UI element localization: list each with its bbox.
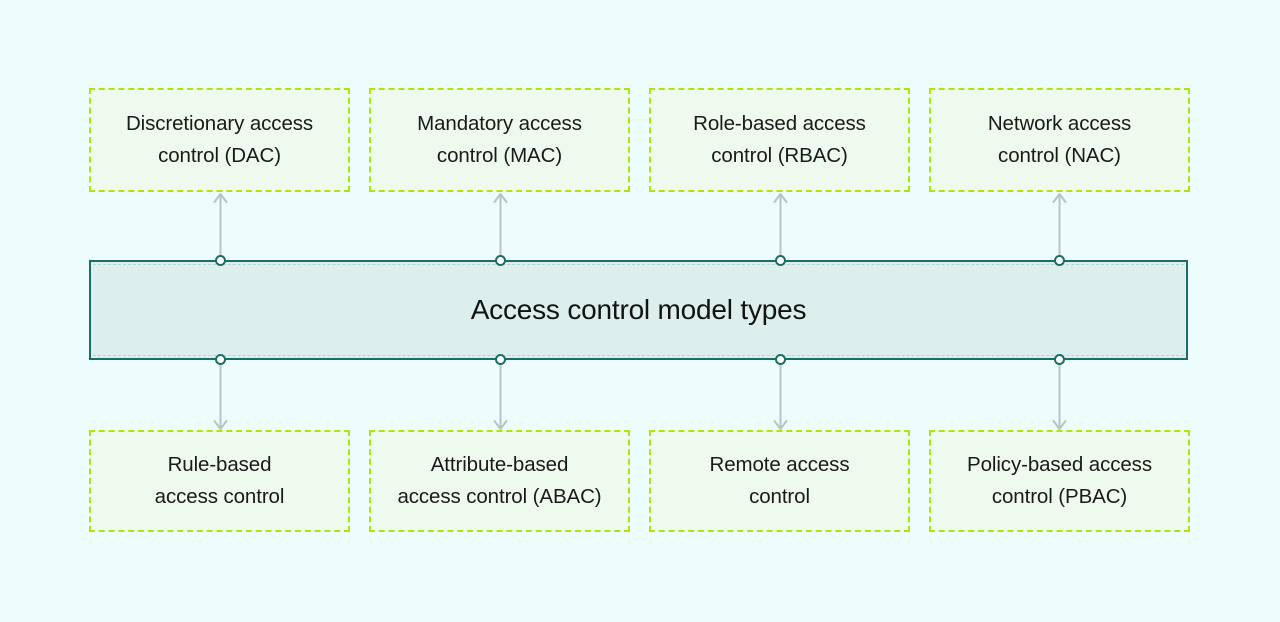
port-bottom-3	[775, 354, 786, 365]
connector-arrow-down-3	[768, 357, 793, 433]
node-network-access-control[interactable]: Network access control (NAC)	[929, 88, 1190, 192]
node-label: Role-based access control (RBAC)	[693, 112, 866, 167]
connector-arrow-up-2	[488, 190, 513, 264]
node-rule-based-access-control[interactable]: Rule-based access control	[89, 430, 350, 532]
page-title: Access control model types	[470, 294, 807, 325]
port-bottom-2	[495, 354, 506, 365]
node-discretionary-access-control[interactable]: Discretionary access control (DAC)	[89, 88, 350, 192]
node-policy-based-access-control[interactable]: Policy-based access control (PBAC)	[929, 430, 1190, 532]
connector-arrow-up-1	[208, 190, 233, 264]
node-label: Discretionary access control (DAC)	[125, 112, 314, 167]
node-label: Policy-based access control (PBAC)	[967, 453, 1152, 508]
port-bottom-1	[215, 354, 226, 365]
node-label: Network access control (NAC)	[987, 112, 1132, 167]
center-hub-bar[interactable]: Access control model types	[89, 260, 1188, 360]
node-label: Remote access control	[709, 453, 850, 508]
port-top-3	[775, 255, 786, 266]
port-bottom-4	[1054, 354, 1065, 365]
node-label: Rule-based access control	[154, 453, 285, 508]
connector-arrow-down-4	[1047, 357, 1072, 433]
node-remote-access-control[interactable]: Remote access control	[649, 430, 910, 532]
node-label: Mandatory access control (MAC)	[417, 112, 582, 167]
node-role-based-access-control[interactable]: Role-based access control (RBAC)	[649, 88, 910, 192]
connector-arrow-down-1	[208, 357, 233, 433]
connector-arrow-down-2	[488, 357, 513, 433]
port-top-2	[495, 255, 506, 266]
node-attribute-based-access-control[interactable]: Attribute-based access control (ABAC)	[369, 430, 630, 532]
port-top-4	[1054, 255, 1065, 266]
node-label: Attribute-based access control (ABAC)	[397, 453, 602, 508]
node-mandatory-access-control[interactable]: Mandatory access control (MAC)	[369, 88, 630, 192]
connector-arrow-up-4	[1047, 190, 1072, 264]
connector-arrow-up-3	[768, 190, 793, 264]
port-top-1	[215, 255, 226, 266]
